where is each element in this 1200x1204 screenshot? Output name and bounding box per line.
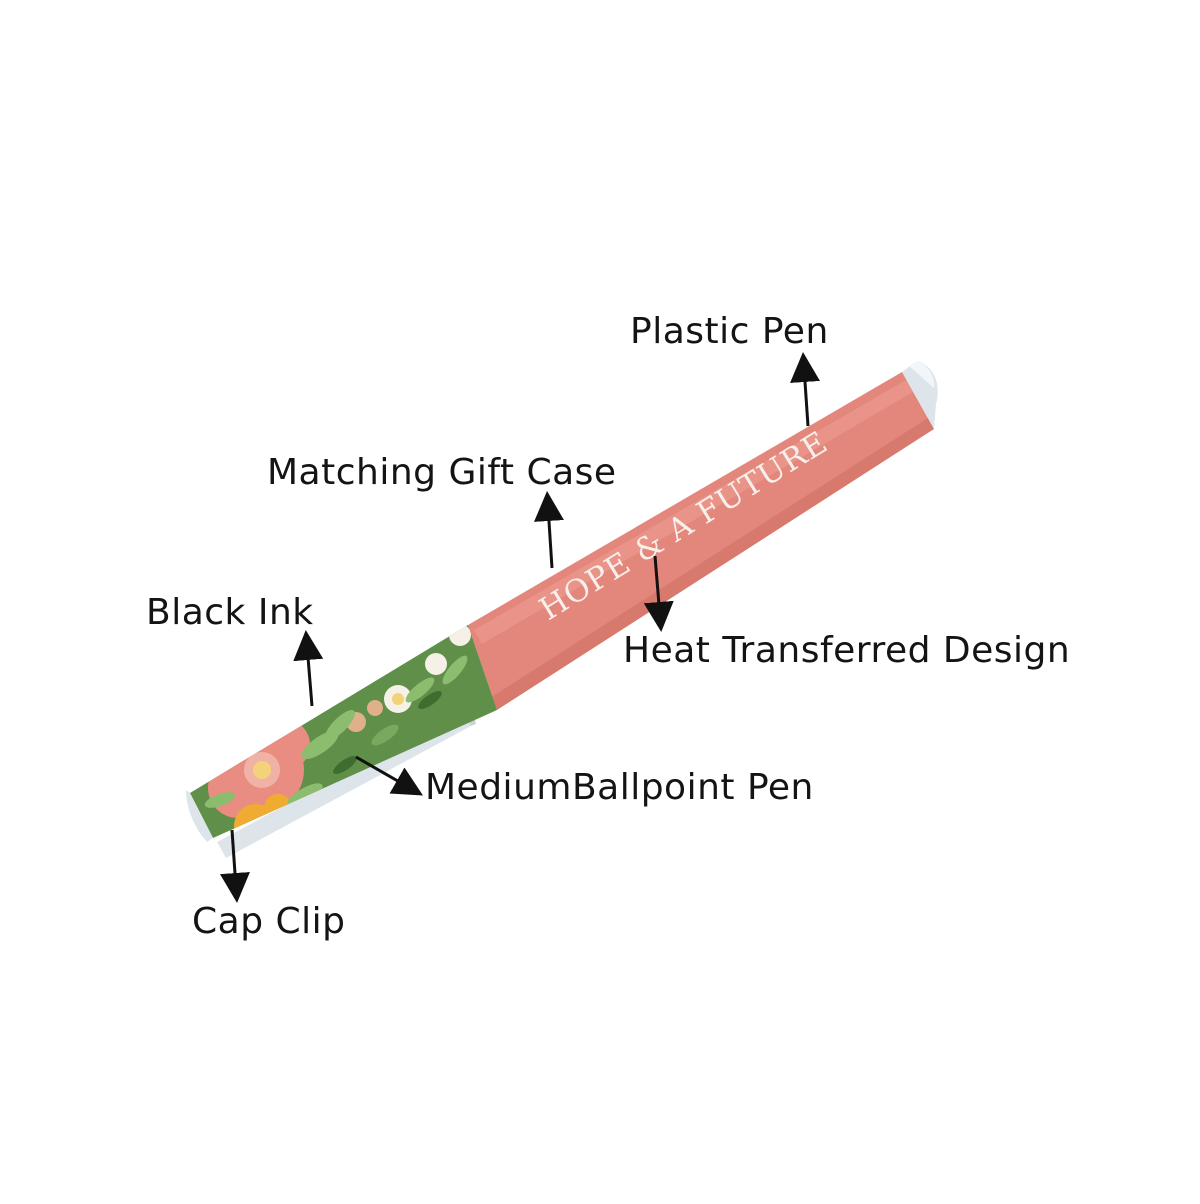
pen-barrel [468, 372, 934, 710]
pen-end-tip [902, 361, 938, 429]
label-medium-ballpoint: MediumBallpoint Pen [425, 767, 814, 808]
label-heat-transfer: Heat Transferred Design [623, 630, 1071, 671]
label-cap-clip: Cap Clip [192, 901, 346, 942]
label-gift-case: Matching Gift Case [267, 452, 617, 493]
arrow-medium-ballpoint [355, 755, 424, 796]
arrow-gift-case [533, 491, 564, 569]
arrow-plastic-pen [790, 352, 820, 427]
arrow-heat-transfer [643, 555, 674, 632]
arrow-black-ink [293, 630, 324, 707]
callout-arrows [220, 352, 820, 903]
label-plastic-pen: Plastic Pen [630, 311, 829, 352]
arrow-cap-clip [220, 829, 250, 903]
label-black-ink: Black Ink [146, 592, 314, 633]
